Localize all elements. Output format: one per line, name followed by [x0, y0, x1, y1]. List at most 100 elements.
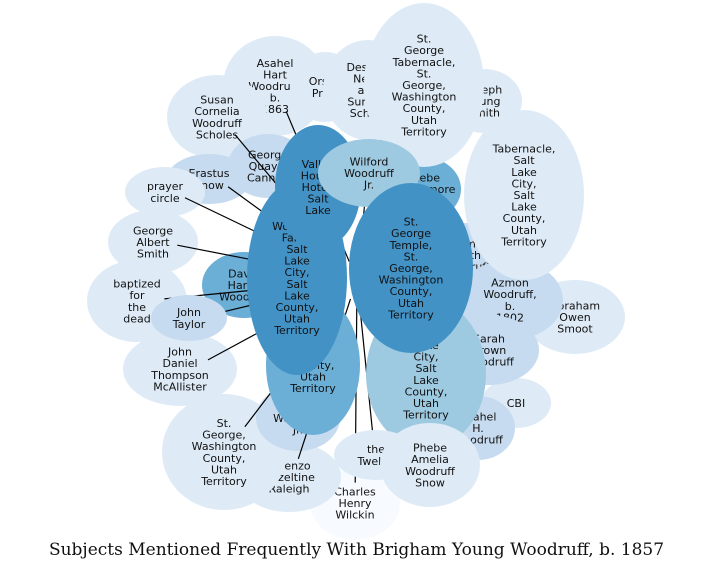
node-ellipse [464, 110, 584, 280]
node-label-line: Daniel [162, 357, 197, 370]
node-label-line: County, [405, 385, 448, 398]
node-ellipse [151, 295, 227, 341]
node-label-line: Woodruff, [483, 288, 536, 301]
node-label-line: City, [511, 177, 536, 190]
node-label-line: Wilford [350, 155, 389, 168]
node-label-line: County, [390, 285, 433, 298]
node-label-line: Smith [137, 248, 169, 261]
node-label-line: Salt [513, 154, 535, 167]
node-label: SaltLakeCity,SaltLakeCounty,UtahTerritor… [402, 327, 449, 421]
node-label-line: Woodruff [192, 117, 242, 130]
node-ellipse [162, 394, 286, 510]
node-label-line: Phebe [413, 442, 447, 455]
node-label-line: Territory [387, 308, 434, 321]
node-label-line: McAllister [153, 380, 207, 393]
node-label-line: Washington [192, 440, 257, 453]
node-label-line: County, [503, 212, 546, 225]
node-label-line: Thompson [150, 369, 209, 382]
node-label-line: the [367, 443, 385, 456]
node-label-line: Woodruff [405, 465, 455, 478]
node-label-line: Territory [289, 382, 336, 395]
node-label-line: Utah [411, 114, 437, 127]
node-label-line: Albert [136, 236, 170, 249]
node-label-line: circle [150, 192, 179, 205]
node-label-line: Utah [300, 371, 326, 384]
node-label-line: Raleigh [269, 483, 310, 496]
node-label-line: Jr. [363, 179, 374, 192]
node-ellipse [364, 3, 484, 167]
node-label-line: H. [472, 422, 484, 435]
node-label-line: Woodruff [344, 167, 394, 180]
node-label-line: prayer [147, 180, 184, 193]
node-label-line: Lake [413, 374, 439, 387]
node-label-line: Amelia [411, 453, 449, 466]
node-label-line: Owen [559, 311, 590, 324]
node-label-line: Territory [402, 409, 449, 422]
node-label-line: County, [203, 452, 246, 465]
node-label-line: Woodruff, [248, 80, 301, 93]
node-ellipse [380, 423, 480, 507]
node-label-line: Lake [305, 204, 331, 217]
node-label-line: Territory [200, 475, 247, 488]
node-label-line: the [128, 301, 146, 314]
node-label-line: for [129, 289, 145, 302]
node-label-line: George, [402, 79, 446, 92]
node-label-line: Utah [211, 463, 237, 476]
node-label-line: Hart [263, 68, 288, 81]
node-label-line: Erastus [189, 167, 230, 180]
node-label-line: Territory [500, 235, 547, 248]
node-label-line: George, [389, 262, 433, 275]
node-label-line: Territory [273, 324, 320, 337]
node-label-line: baptized [113, 278, 161, 291]
node-label-line: Salt [415, 362, 437, 375]
node-ellipse [108, 210, 198, 274]
node-label-line: Susan [200, 94, 233, 107]
node-label-line: Salt [286, 278, 308, 291]
node-label-line: b. [505, 300, 515, 313]
node-label-line: St. [417, 33, 432, 46]
node-label-line: Henry [338, 497, 372, 510]
node-label-line: City, [413, 351, 438, 364]
node-label-line: Utah [511, 224, 537, 237]
node-label-line: Cornelia [194, 105, 239, 118]
node-label-line: Lake [284, 255, 310, 268]
node-label-line: Territory [400, 125, 447, 138]
node-label-line: b. [270, 92, 280, 105]
node-label-line: Snow [415, 476, 445, 489]
node-label-line: Washington [379, 274, 444, 287]
node-label-line: Tabernacle, [392, 56, 456, 69]
node-label-line: Washington [392, 91, 457, 104]
node-label-line: St. [217, 417, 232, 430]
node-label-line: George [133, 224, 173, 237]
node-label-line: CBI [507, 397, 525, 410]
node-label-line: Utah [413, 397, 439, 410]
node-label-line: 1863 [261, 103, 289, 116]
diagram-title: Subjects Mentioned Frequently With Brigh… [48, 540, 665, 560]
node-label-line: St. [404, 250, 419, 263]
node-label-line: County, [403, 102, 446, 115]
